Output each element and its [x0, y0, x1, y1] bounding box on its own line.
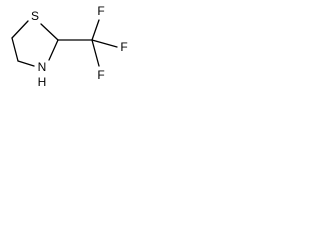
- bond-c2-n: [48, 39, 59, 61]
- structure-canvas: S N H F F F: [0, 0, 152, 100]
- atom-sulfur-label: S: [31, 9, 39, 23]
- bond-s-c2: [40, 23, 59, 41]
- atom-hydrogen-label: H: [38, 75, 47, 89]
- atom-fluorine-top-label: F: [97, 4, 104, 18]
- bond-c4-c5: [11, 37, 19, 62]
- chemical-structure: S N H F F F: [11, 4, 128, 89]
- bond-c-f-right: [91, 39, 118, 48]
- bond-c-f-bottom: [91, 39, 100, 67]
- atom-fluorine-right-label: F: [120, 40, 127, 54]
- atom-nitrogen-label: N: [38, 60, 47, 74]
- bond-c-f-top: [91, 19, 100, 41]
- bond-n-c4: [17, 60, 35, 67]
- atom-fluorine-bottom-label: F: [97, 68, 104, 82]
- bond-c5-s: [11, 20, 29, 39]
